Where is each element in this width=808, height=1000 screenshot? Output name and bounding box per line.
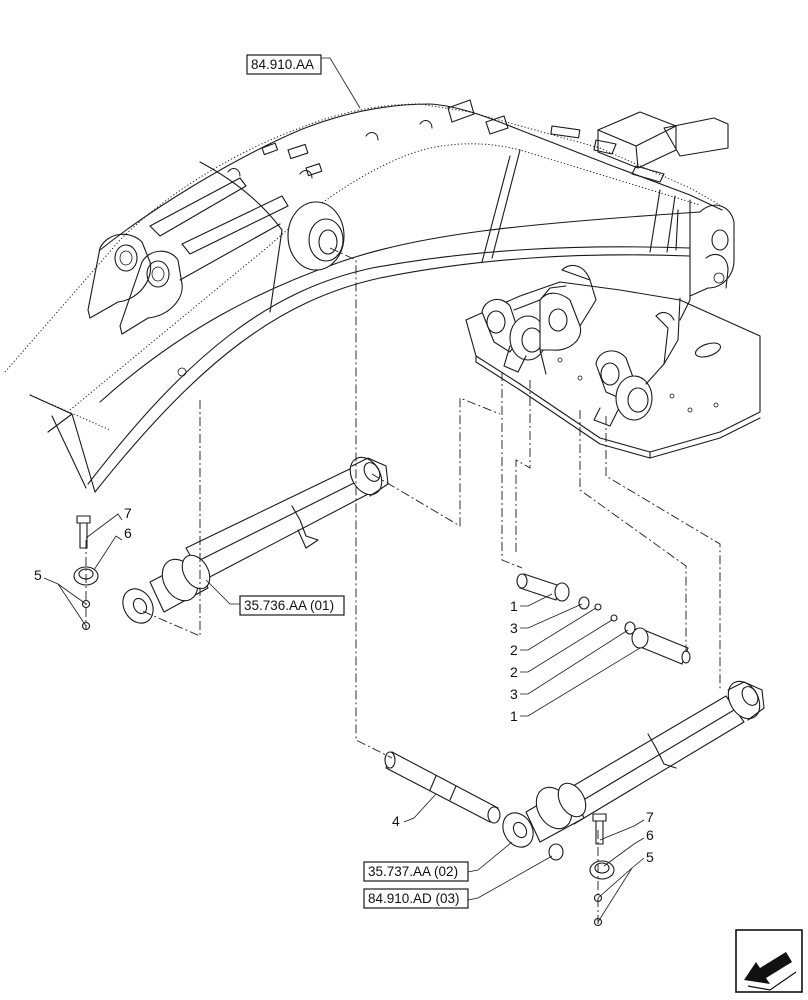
arrow-left-icon[interactable] xyxy=(735,929,803,993)
callout-3-bottom: 3 xyxy=(510,686,518,702)
callout-1-bottom: 1 xyxy=(510,708,518,724)
leader-lines xyxy=(43,57,645,923)
callout-1-top: 1 xyxy=(510,598,518,614)
left-cylinder xyxy=(122,456,389,624)
ref-boom-label: 84.910.AA xyxy=(251,57,314,72)
callout-7-right: 7 xyxy=(646,809,654,825)
ref-boom[interactable]: 84.910.AA xyxy=(246,54,322,75)
callout-5-right: 5 xyxy=(646,849,654,865)
right-cylinder xyxy=(502,680,765,848)
ref-cyl-right[interactable]: 35.737.AA (02) xyxy=(363,861,469,882)
ref-cyl-left-label: 35.736.AA (01) xyxy=(244,598,334,613)
callout-2-top: 2 xyxy=(510,642,518,658)
callout-7-left: 7 xyxy=(124,505,132,521)
frame-illustration xyxy=(465,264,761,459)
ref-cyl-left[interactable]: 35.736.AA (01) xyxy=(239,595,345,616)
callouts: 7 6 5 1 3 2 2 3 1 4 7 6 5 xyxy=(34,505,654,865)
ref-bushing-label: 84.910.AD (03) xyxy=(368,891,460,906)
callout-5-left: 5 xyxy=(34,567,42,583)
callout-6-left: 6 xyxy=(124,525,132,541)
boom-illustration xyxy=(4,99,735,493)
ref-bushing[interactable]: 84.910.AD (03) xyxy=(363,888,469,909)
callout-3-top: 3 xyxy=(510,620,518,636)
callout-2-bottom: 2 xyxy=(510,664,518,680)
callout-4: 4 xyxy=(392,813,400,829)
assembly-lines xyxy=(85,247,721,924)
ref-cyl-right-label: 35.737.AA (02) xyxy=(368,864,458,879)
callout-6-right: 6 xyxy=(646,827,654,843)
